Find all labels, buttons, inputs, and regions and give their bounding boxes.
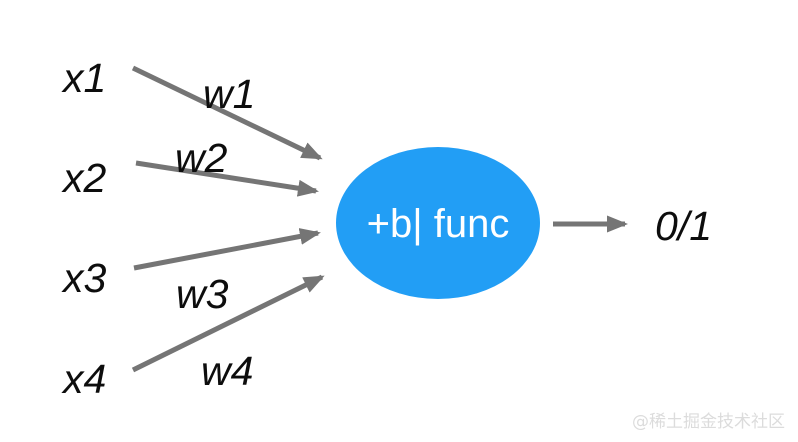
input-label-x4: x4	[61, 356, 106, 402]
output-label: 0/1	[655, 203, 712, 249]
weight-label-w4: w4	[201, 348, 253, 394]
input-label-x3: x3	[61, 255, 107, 301]
neuron-ellipse	[336, 147, 540, 299]
connection-arrow-x2	[135, 160, 319, 197]
connection-arrow-x1	[131, 65, 323, 161]
weight-label-w2: w2	[175, 135, 228, 181]
connection-arrow-x3	[133, 228, 321, 271]
weight-label-w3: w3	[176, 271, 229, 317]
weight-label-w1: w1	[203, 71, 255, 117]
connection-arrow-x4	[131, 274, 325, 373]
watermark: @稀土掘金技术社区	[632, 412, 785, 432]
input-label-x2: x2	[61, 155, 107, 201]
input-label-x1: x1	[61, 55, 106, 101]
neuron-function-label: +b| func	[367, 202, 510, 246]
